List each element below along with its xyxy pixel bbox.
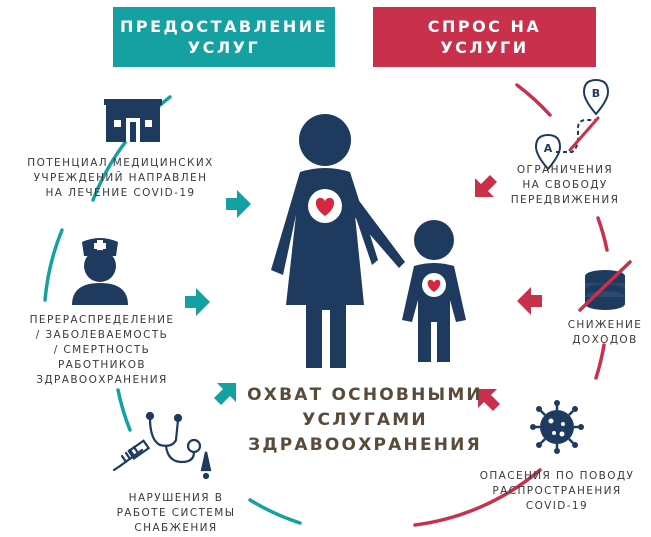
label-line: РАСПРОСТРАНЕНИЯ [492, 485, 622, 497]
map-pin-a-label: A [544, 142, 553, 155]
label-line: НАРУШЕНИЯ В [128, 492, 224, 504]
label-line: ОГРАНИЧЕНИЯ [516, 164, 614, 176]
child-figure-icon [402, 220, 466, 362]
label-line: ЗДРАВООХРАНЕНИЯ [36, 374, 168, 386]
mother-figure-icon [271, 114, 405, 368]
label-line: СНАБЖЕНИЯ [134, 522, 218, 534]
label-line: ПЕРЕДВИЖЕНИЯ [510, 194, 620, 206]
label-line: НА СВОБОДУ [522, 179, 608, 191]
hospital-icon [104, 99, 162, 142]
coronavirus-icon [530, 400, 584, 454]
center-title-line3: ЗДРАВООХРАНЕНИЯ [248, 435, 482, 455]
crossed-out-coins-icon [578, 260, 632, 312]
label-covid-spread-concerns: ОПАСЕНИЯ ПО ПОВОДУ РАСПРОСТРАНЕНИЯ COVID… [472, 469, 642, 514]
center-title: ОХВАТ ОСНОВНЫМИ УСЛУГАМИ ЗДРАВООХРАНЕНИЯ [200, 383, 530, 458]
label-line: ДОХОДОВ [572, 334, 638, 346]
label-line: СНИЖЕНИЕ [567, 319, 643, 331]
label-facility-capacity: ПОТЕНЦИАЛ МЕДИЦИНСКИХ УЧРЕЖДЕНИЙ НАПРАВЛ… [8, 156, 233, 201]
demand-arrows [475, 175, 542, 411]
label-health-workers: ПЕРЕРАСПРЕДЕЛЕНИЕ / ЗАБОЛЕВАЕМОСТЬ / СМЕ… [12, 313, 192, 388]
child-heart-icon [422, 273, 446, 297]
supply-arrows [185, 190, 251, 405]
demand-header-line1: СПРОС НА [427, 17, 542, 36]
label-line: ПОТЕНЦИАЛ МЕДИЦИНСКИХ [27, 157, 214, 169]
mother-heart-icon [308, 189, 342, 223]
label-line: РАБОТЕ СИСТЕМЫ [116, 507, 236, 519]
map-pin-b-label: B [592, 87, 600, 100]
center-title-line2: УСЛУГАМИ [302, 410, 428, 430]
demand-header-line2: УСЛУГИ [440, 38, 529, 57]
supply-header-line1: ПРЕДОСТАВЛЕНИЕ [119, 17, 329, 36]
arrow-left-icon [478, 389, 500, 411]
label-line: РАБОТНИКОВ [57, 359, 147, 371]
label-supply-disruption: НАРУШЕНИЯ В РАБОТЕ СИСТЕМЫ СНАБЖЕНИЯ [96, 491, 256, 536]
center-title-line1: ОХВАТ ОСНОВНЫМИ [247, 385, 483, 405]
label-line: COVID-19 [525, 500, 589, 512]
health-worker-icon [72, 238, 128, 305]
arrow-right-icon [226, 190, 251, 218]
label-line: / ЗАБОЛЕВАЕМОСТЬ [35, 329, 169, 341]
label-line: / СМЕРТНОСТЬ [53, 344, 151, 356]
supply-header-box: ПРЕДОСТАВЛЕНИЕ УСЛУГ [113, 7, 335, 67]
demand-arc [413, 83, 609, 527]
route-a-to-b-icon: A B [534, 78, 610, 171]
label-line: УЧРЕЖДЕНИЙ НАПРАВЛЕН [33, 172, 208, 184]
arrow-left-icon [517, 287, 542, 315]
medical-supplies-icon [112, 411, 212, 480]
label-income-decline: СНИЖЕНИЕ ДОХОДОВ [560, 318, 650, 348]
arrow-right-icon [214, 383, 236, 405]
label-line: ПЕРЕРАСПРЕДЕЛЕНИЕ [29, 314, 175, 326]
label-line: ОПАСЕНИЯ ПО ПОВОДУ [479, 470, 635, 482]
label-movement-restrictions: ОГРАНИЧЕНИЯ НА СВОБОДУ ПЕРЕДВИЖЕНИЯ [495, 163, 635, 208]
arrow-right-icon [185, 288, 210, 316]
label-line: НА ЛЕЧЕНИЕ COVID-19 [45, 187, 196, 199]
demand-header-box: СПРОС НА УСЛУГИ [373, 7, 596, 67]
supply-header-line2: УСЛУГ [187, 38, 261, 57]
arrow-left-icon [475, 175, 497, 197]
